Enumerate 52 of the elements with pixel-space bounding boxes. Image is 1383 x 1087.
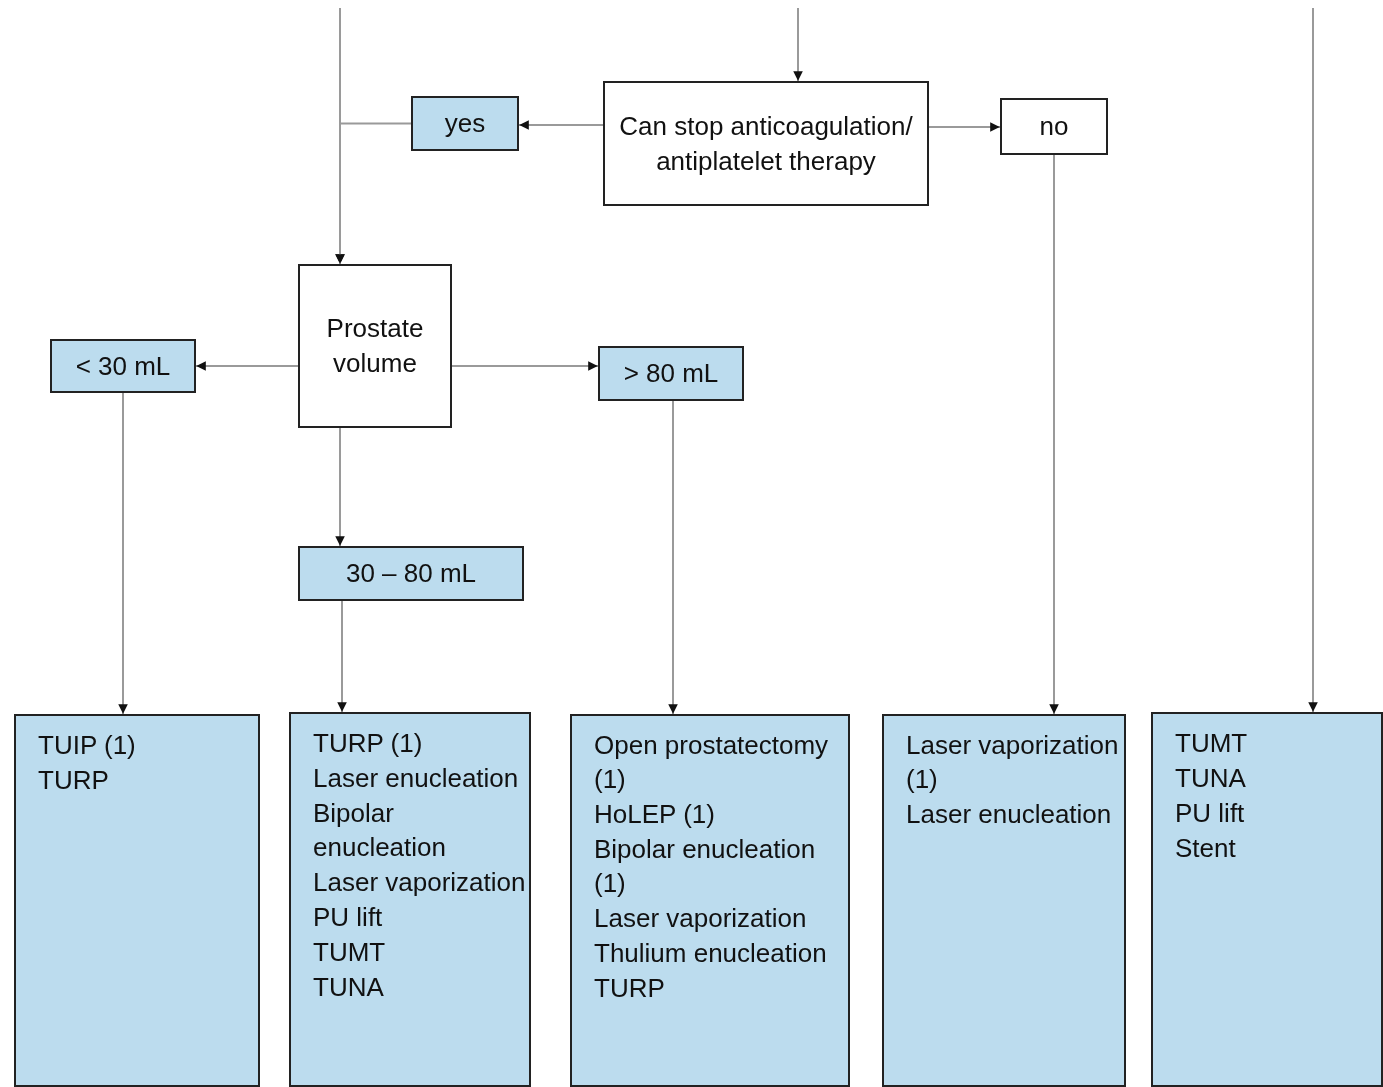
treatment-text: Laser vaporization [313,866,526,899]
box-text: Prostate volume [325,312,425,380]
arrow [928,122,1001,132]
arrow [195,361,299,371]
treatment-text: TUMT [1175,727,1248,760]
treatment-text: Bipolar enucleation (1) [594,833,817,900]
treatment-text: TUNA [1175,762,1246,795]
treatment-text: Thulium enucleation [594,937,827,970]
arrow [793,7,803,82]
arrow [1308,7,1318,713]
treatment-text: TURP [594,972,665,1005]
decision-box [298,264,452,428]
treatment-text: PU lift [313,901,383,934]
treatment-text: TURP (1) [313,727,423,760]
treatment-text: Laser vaporization (1) [906,729,1120,796]
treatment-text: Laser enucleation [906,798,1112,831]
arrow [518,120,604,130]
answer-box [411,96,519,151]
volume-box [298,546,524,601]
treatment-text: Stent [1175,832,1236,865]
treatment-text: Bipolar enucleation [313,797,447,864]
treatment-text: TUIP (1) [38,729,136,762]
arrow [1049,154,1059,715]
treatment-box [1151,712,1383,1087]
box-text: > 80 mL [623,357,719,390]
box-text: < 30 mL [75,349,171,383]
arrow [118,392,128,715]
arrow [335,427,345,547]
arrow [337,600,347,713]
treatment-text: Laser enucleation [313,762,519,795]
answer-box [1000,98,1108,155]
treatment-box [882,714,1126,1087]
box-text: yes [444,107,486,140]
treatment-box [570,714,850,1087]
treatment-text: TURP [38,764,109,797]
treatment-text: Open prostatectomy (1) [594,729,830,796]
arrow [335,7,345,265]
box-text: Can stop anticoagulation/ antiplatelet therapy [618,109,914,178]
treatment-text: TUNA [313,971,384,1004]
volume-box [598,346,744,401]
volume-box [50,339,196,393]
box-text: 30 – 80 mL [345,557,477,590]
treatment-box [289,712,531,1087]
arrow [451,361,599,371]
arrow [668,400,678,715]
treatment-text: HoLEP (1) [594,798,715,831]
treatment-text: TUMT [313,936,386,969]
treatment-text: PU lift [1175,797,1245,830]
box-text: no [1039,110,1069,143]
treatment-box [14,714,260,1087]
treatment-text: Laser vaporization [594,902,807,935]
decision-box [603,81,929,206]
